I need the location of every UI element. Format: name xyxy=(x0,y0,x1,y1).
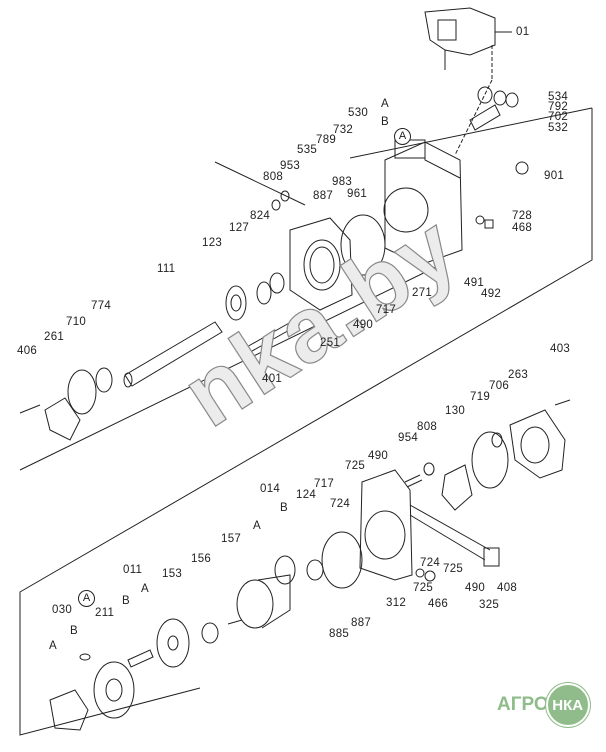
label-030-a: A xyxy=(49,640,57,652)
frame-lines xyxy=(19,107,593,736)
label-468: 468 xyxy=(512,222,533,234)
label-030: 030 xyxy=(52,604,73,616)
label-719: 719 xyxy=(470,391,491,403)
cylinder-block xyxy=(49,555,324,731)
logo-text: АГРО xyxy=(497,694,549,715)
label-251: 251 xyxy=(320,337,341,349)
label-702: 702 xyxy=(548,111,569,123)
label-491: 491 xyxy=(464,277,485,289)
label-710: 710 xyxy=(66,316,87,328)
label-885: 885 xyxy=(329,628,350,640)
label-732: 732 xyxy=(333,124,354,136)
label-717: 717 xyxy=(376,304,397,316)
label-014-a: A xyxy=(253,520,261,532)
valve-block xyxy=(321,469,500,589)
label-466: 466 xyxy=(428,598,449,610)
label-535: 535 xyxy=(297,144,318,156)
label-401: 401 xyxy=(262,373,283,385)
label-724-lower: 724 xyxy=(420,557,441,569)
label-127: 127 xyxy=(229,222,250,234)
label-953: 953 xyxy=(280,160,301,172)
label-261: 261 xyxy=(44,331,65,343)
label-725-lower: 725 xyxy=(413,582,434,594)
label-01: 01 xyxy=(516,26,530,38)
label-130: 130 xyxy=(445,405,466,417)
label-325: 325 xyxy=(479,599,500,611)
label-111: 111 xyxy=(157,263,176,275)
logo-circle: НКА xyxy=(545,683,590,727)
label-530: 530 xyxy=(348,107,369,119)
label-961: 961 xyxy=(347,188,368,200)
reference-circle-a-lower: A xyxy=(78,590,95,607)
label-157: 157 xyxy=(221,533,242,545)
rear-cover xyxy=(404,399,571,511)
label-263: 263 xyxy=(508,369,529,381)
label-530-a: A xyxy=(381,98,389,110)
label-406: 406 xyxy=(17,345,38,357)
label-408: 408 xyxy=(497,582,518,594)
label-011-a: A xyxy=(141,583,149,595)
label-011-b: B xyxy=(122,595,130,607)
label-887: 887 xyxy=(313,190,334,202)
regulator-part xyxy=(424,7,512,156)
label-774: 774 xyxy=(91,300,112,312)
label-492: 492 xyxy=(481,288,502,300)
seal-cover xyxy=(289,214,386,311)
label-153: 153 xyxy=(162,568,183,580)
label-808-lower: 808 xyxy=(417,421,438,433)
label-808: 808 xyxy=(263,171,284,183)
label-123: 123 xyxy=(202,237,223,249)
label-156: 156 xyxy=(191,553,212,565)
label-490-top: 490 xyxy=(368,450,389,462)
label-792: 792 xyxy=(548,101,569,113)
label-901: 901 xyxy=(544,170,565,182)
label-271: 271 xyxy=(412,287,433,299)
shaft-assembly xyxy=(19,190,301,441)
label-725-right: 725 xyxy=(443,563,464,575)
label-706: 706 xyxy=(489,380,510,392)
label-954: 954 xyxy=(398,432,419,444)
label-011: 011 xyxy=(123,564,143,576)
label-724: 724 xyxy=(330,498,351,510)
label-030-b: B xyxy=(70,625,78,637)
label-534: 534 xyxy=(548,91,569,103)
label-530-b: B xyxy=(381,116,389,128)
label-728: 728 xyxy=(512,210,533,222)
label-312: 312 xyxy=(386,597,407,609)
label-014: 014 xyxy=(260,483,281,495)
label-490-lower: 490 xyxy=(465,582,486,594)
label-887-lower: 887 xyxy=(351,617,372,629)
label-717-lower: 717 xyxy=(314,478,335,490)
label-725: 725 xyxy=(345,460,366,472)
label-403: 403 xyxy=(550,343,571,355)
label-824: 824 xyxy=(250,210,271,222)
label-014-b: B xyxy=(280,502,288,514)
label-532: 532 xyxy=(548,122,569,134)
label-490: 490 xyxy=(353,319,374,331)
agronka-logo: АГРО НКА xyxy=(497,683,590,727)
label-983: 983 xyxy=(332,176,353,188)
label-211: 211 xyxy=(95,607,115,619)
reference-circle-a: A xyxy=(394,128,411,145)
label-789: 789 xyxy=(316,134,337,146)
label-124: 124 xyxy=(296,489,317,501)
